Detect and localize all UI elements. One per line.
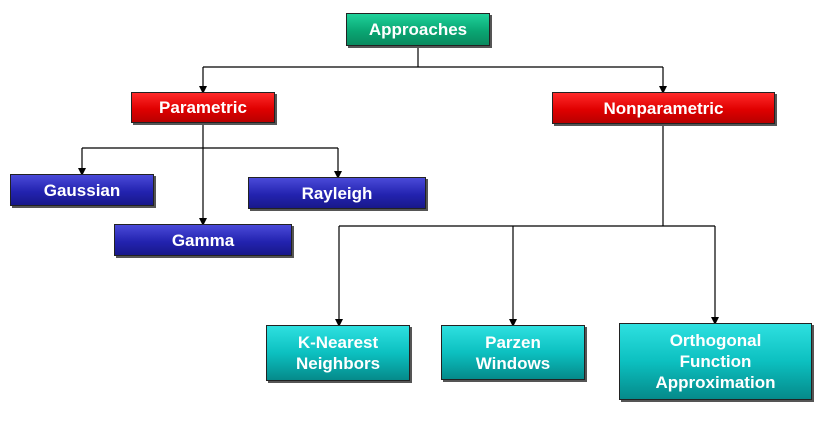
gamma-label: Gamma [171, 230, 235, 250]
parzen-node: Parzen Windows [441, 325, 585, 380]
knn-label-line2: Neighbors [295, 354, 381, 373]
gamma-node: Gamma [114, 224, 292, 256]
connector-approaches [203, 46, 663, 68]
gaussian-node: Gaussian [10, 174, 154, 206]
orthogonal-node: Orthogonal Function Approximation [619, 323, 812, 400]
nonparametric-label: Nonparametric [603, 98, 724, 118]
knn-node: K-Nearest Neighbors [266, 325, 410, 381]
parametric-label: Parametric [159, 98, 247, 117]
connector-nonparametric [339, 124, 715, 227]
rayleigh-label: Rayleigh [301, 183, 373, 203]
orthogonal-label-line1: Orthogonal [669, 331, 762, 350]
parzen-label-line2: Windows [475, 353, 551, 373]
orthogonal-label-line3: Approximation [655, 373, 776, 392]
connector-parametric [82, 123, 338, 149]
parzen-label-line1: Parzen [485, 332, 541, 352]
approaches-label: Approaches [368, 20, 468, 39]
knn-label-line1: K-Nearest [297, 333, 379, 352]
approaches-node: Approaches [346, 13, 490, 46]
rayleigh-node: Rayleigh [248, 177, 426, 209]
parametric-node: Parametric [131, 92, 275, 123]
nonparametric-node: Nonparametric [552, 92, 775, 124]
gaussian-label: Gaussian [43, 180, 121, 200]
orthogonal-label-line2: Function [679, 352, 752, 371]
